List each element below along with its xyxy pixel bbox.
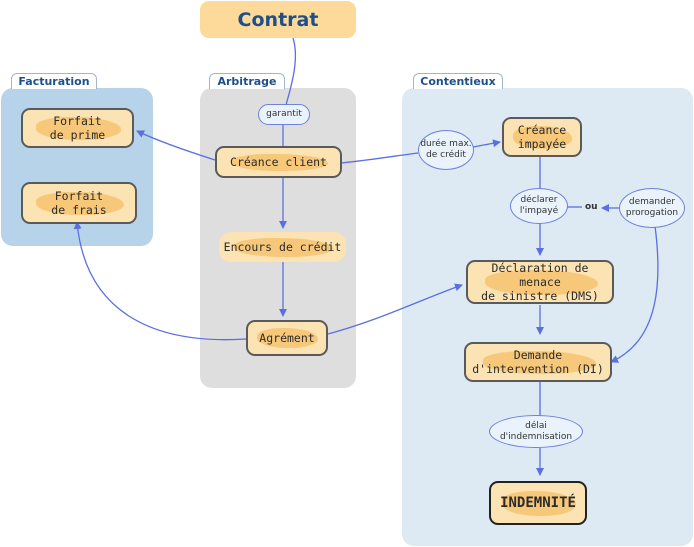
indemnite-node: INDEMNITÉ	[489, 481, 587, 525]
creance-client-node: Créance client	[215, 146, 342, 178]
creance-impayee-node: Créance impayée	[502, 117, 582, 157]
demander-prorogation-label: demander prorogation	[619, 188, 685, 228]
creance-impayee-label: Créance impayée	[517, 123, 567, 151]
arbitrage-tab: Arbitrage	[209, 73, 285, 89]
duree-max-credit-label: durée max. de crédit	[418, 130, 474, 170]
forfait-prime-node: Forfait de prime	[21, 108, 134, 148]
di-node: Demande d'intervention (DI)	[464, 342, 612, 382]
edge-contrat-garantit	[285, 37, 297, 106]
encours-credit-label: Encours de crédit	[223, 240, 342, 254]
forfait-frais-label: Forfait de frais	[51, 189, 107, 217]
agrement-node: Agrément	[246, 320, 328, 356]
edge-prorogation-di	[610, 225, 659, 363]
forfait-prime-label: Forfait de prime	[49, 114, 106, 142]
forfait-frais-node: Forfait de frais	[21, 182, 137, 224]
di-label: Demande d'intervention (DI)	[472, 348, 604, 376]
contrat-title: Contrat	[200, 1, 356, 38]
edge-creance-forfait-prime	[136, 130, 216, 161]
creance-client-label: Créance client	[230, 155, 327, 169]
contentieux-tab: Contentieux	[413, 73, 503, 89]
garantit-label: garantit	[258, 104, 310, 125]
agrement-label: Agrément	[259, 331, 315, 345]
edge-duree-impayee	[472, 139, 501, 148]
ou-label: ou	[585, 202, 598, 212]
facturation-tab: Facturation	[11, 73, 97, 89]
encours-credit-node: Encours de crédit	[219, 232, 346, 262]
dms-label: Déclaration de menace de sinistre (DMS)	[481, 261, 599, 303]
edge-creance-duree	[340, 152, 419, 164]
declarer-impaye-label: déclarer l'impayé	[510, 188, 568, 224]
indemnite-label: INDEMNITÉ	[500, 495, 576, 511]
delai-indemnisation-label: délai d'indemnisation	[489, 415, 583, 448]
edge-agrement-dms	[327, 283, 463, 335]
dms-node: Déclaration de menace de sinistre (DMS)	[466, 260, 614, 304]
edge-agrement-forfait-frais	[73, 221, 247, 341]
